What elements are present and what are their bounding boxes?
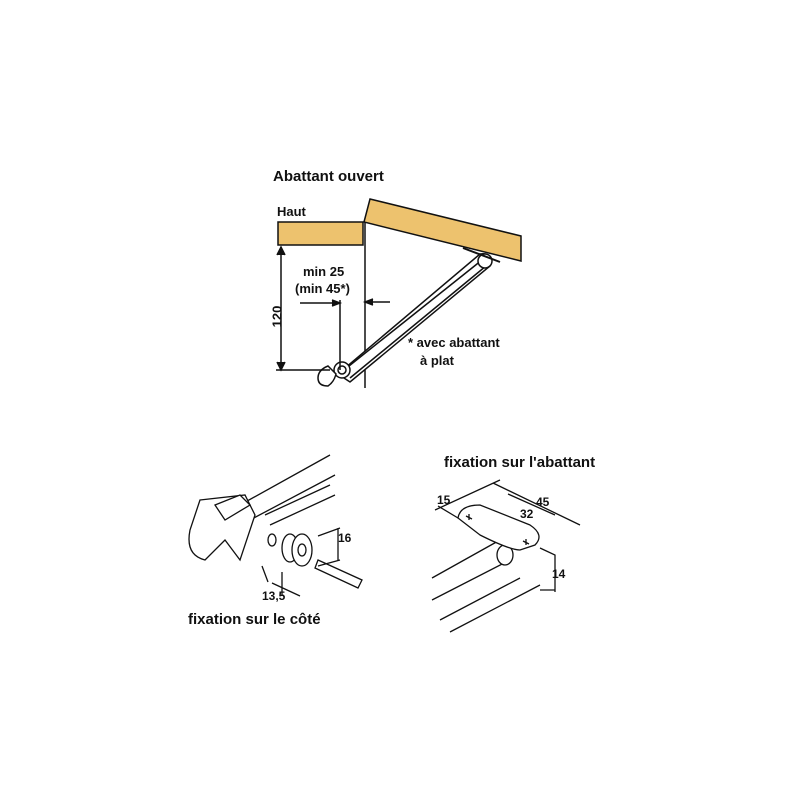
flap-fixing-drawing	[431, 479, 581, 633]
open-flap	[363, 198, 522, 262]
side-fixing-caption: fixation sur le côté	[188, 611, 321, 628]
note-line-2: à plat	[420, 353, 454, 368]
spacing-32-label: 32	[520, 507, 534, 521]
flap-fixing-caption: fixation sur l'abattant	[444, 454, 596, 471]
min-25-label: min 25	[303, 264, 345, 279]
min-45-label: (min 45*)	[295, 281, 350, 296]
stay-arm	[317, 247, 501, 387]
height-120-label: 120	[269, 305, 285, 328]
label-top: Haut	[277, 204, 306, 219]
side-fixing-drawing	[188, 454, 363, 597]
top-panel	[277, 221, 364, 246]
height-14-label: 14	[552, 567, 566, 581]
offset-15-label: 15	[437, 493, 451, 507]
length-45-label: 45	[536, 495, 550, 509]
depth-13-5-label: 13,5	[262, 589, 286, 603]
note-line-1: * avec abattant	[408, 335, 500, 350]
title-open-flap: Abattant ouvert	[273, 168, 384, 185]
diameter-16-label: 16	[338, 531, 352, 545]
